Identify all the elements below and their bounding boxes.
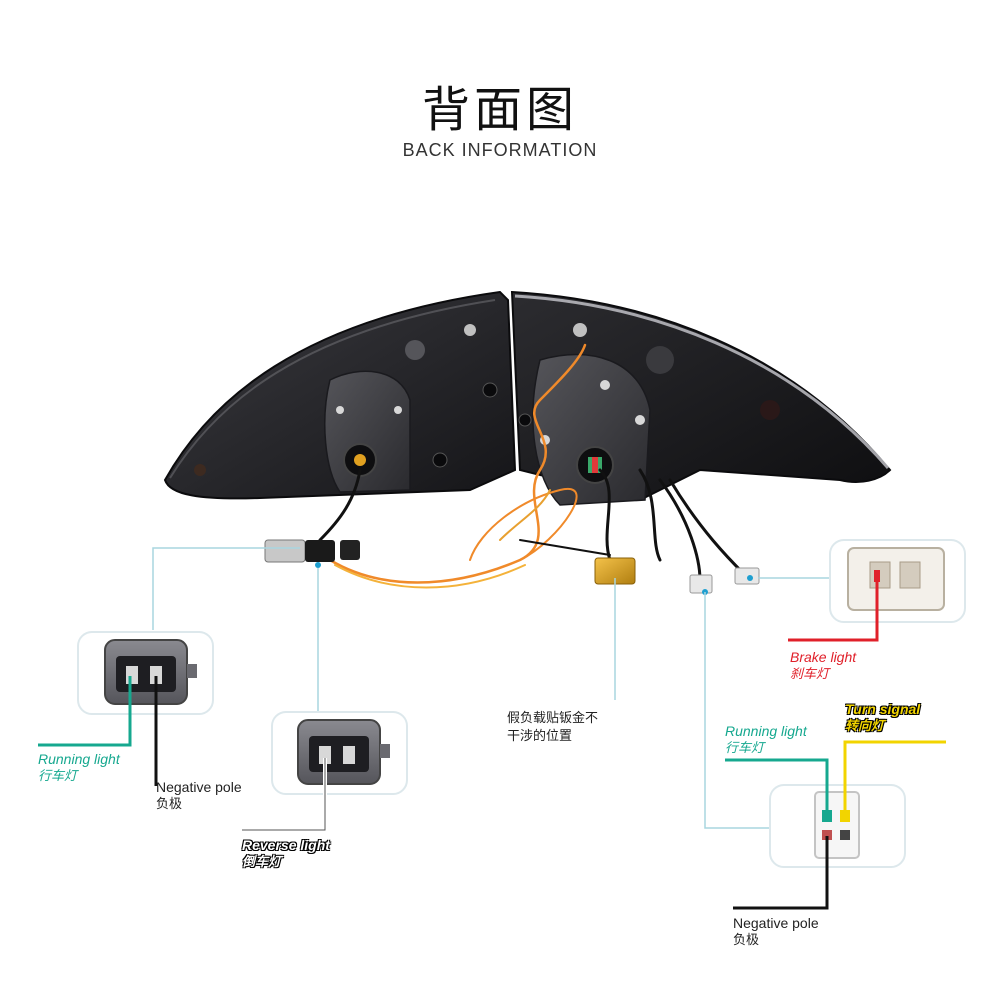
connector-right-2 bbox=[734, 567, 760, 585]
label-running-light-right-en: Running light bbox=[725, 723, 807, 739]
label-reverse-light: Reverse light 倒车灯 bbox=[242, 836, 330, 872]
page-subtitle: BACK INFORMATION bbox=[402, 140, 598, 160]
label-negative-pole-right: Negative pole 负极 bbox=[733, 914, 819, 950]
tail-lamp-right bbox=[510, 290, 892, 506]
label-turn-signal-en: Turn signal bbox=[845, 701, 921, 717]
connector-box-brake bbox=[829, 539, 966, 623]
label-running-light-left-en: Running light bbox=[38, 751, 120, 767]
label-brake-light-cn: 刹车灯 bbox=[790, 667, 830, 682]
label-negative-pole-left: Negative pole 负极 bbox=[156, 778, 242, 814]
label-reverse-light-en: Reverse light bbox=[242, 837, 330, 853]
label-negative-pole-left-en: Negative pole bbox=[156, 779, 242, 795]
label-reverse-light-cn: 倒车灯 bbox=[242, 855, 282, 870]
connector-box-left bbox=[77, 631, 214, 715]
label-running-light-right: Running light 行车灯 bbox=[725, 722, 807, 758]
connector-socket-left bbox=[305, 540, 335, 562]
label-dummy-load-line2: 干涉的位置 bbox=[507, 729, 573, 744]
label-negative-pole-right-en: Negative pole bbox=[733, 915, 819, 931]
label-negative-pole-left-cn: 负极 bbox=[156, 797, 183, 812]
guide-lines bbox=[152, 547, 830, 829]
connector-socket-left-2 bbox=[340, 540, 360, 560]
label-dummy-load-position: 假负载贴钣金不 干涉的位置 bbox=[507, 710, 598, 746]
label-dummy-load-line1: 假负载贴钣金不 bbox=[507, 711, 599, 726]
label-running-light-right-cn: 行车灯 bbox=[725, 741, 765, 756]
label-running-light-left: Running light 行车灯 bbox=[38, 750, 120, 786]
label-brake-light-en: Brake light bbox=[790, 649, 857, 665]
tail-lamp-left bbox=[163, 290, 517, 500]
page-title: 背面图 bbox=[421, 82, 578, 138]
connector-box-right bbox=[769, 784, 906, 868]
connector-box-reverse bbox=[271, 711, 408, 795]
label-negative-pole-right-cn: 负极 bbox=[733, 933, 760, 948]
connector-plug-left bbox=[264, 539, 306, 563]
label-running-light-left-cn: 行车灯 bbox=[38, 769, 78, 784]
label-turn-signal: Turn signal 转向灯 bbox=[845, 700, 920, 736]
connector-right-1 bbox=[689, 574, 713, 594]
leader-lines bbox=[38, 578, 946, 910]
label-brake-light: Brake light 刹车灯 bbox=[790, 648, 856, 684]
label-turn-signal-cn: 转向灯 bbox=[845, 719, 885, 734]
